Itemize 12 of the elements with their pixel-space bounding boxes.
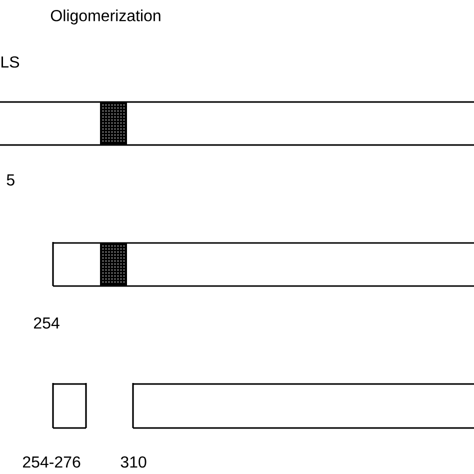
domain-bar: [52, 242, 474, 287]
domain-box: [52, 383, 87, 429]
region-label: LS: [2, 56, 20, 68]
residue-number: 254: [34, 317, 60, 329]
domain-label: Oligomerization: [50, 10, 160, 24]
stippled-segment: [100, 243, 127, 286]
domain-bar: [0, 101, 474, 146]
residue-number: 310: [120, 456, 146, 468]
domain-bar: [132, 383, 474, 429]
residue-number: 5: [6, 174, 14, 186]
stippled-segment: [100, 102, 127, 145]
residue-number: 254-276: [23, 456, 80, 468]
